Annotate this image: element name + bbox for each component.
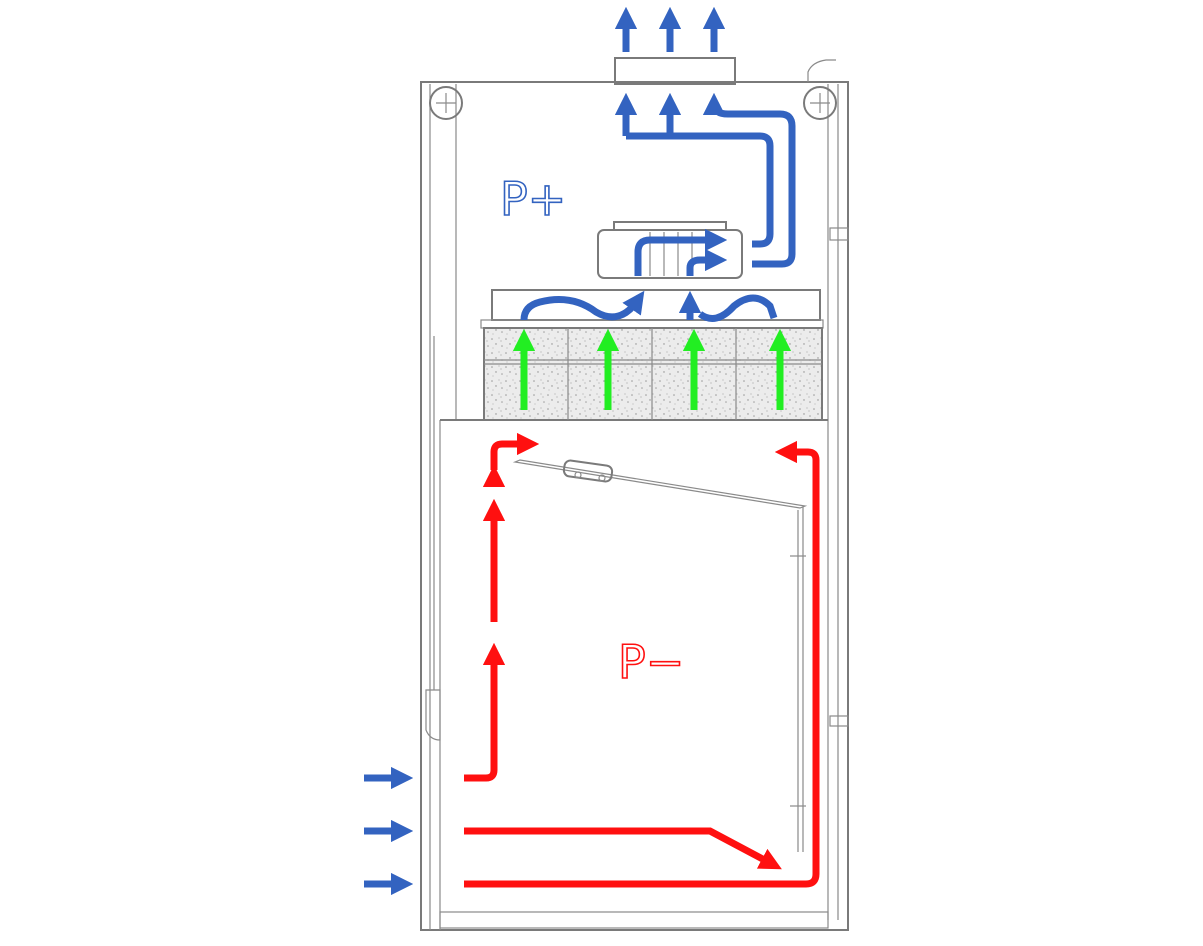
- filtered-flow: [512, 328, 792, 410]
- blower-unit: [597, 221, 743, 279]
- power-cable-icon: [807, 59, 836, 82]
- red-flow-middle: [464, 827, 782, 870]
- room-inflow: [364, 766, 414, 896]
- hepa-filter: [483, 327, 823, 421]
- negative-pressure-label: P−: [618, 635, 684, 689]
- red-flow-bottom-right: [464, 440, 820, 888]
- plenum-flow-wave: [697, 294, 778, 322]
- cabinet-outline: [420, 81, 849, 931]
- exhaust-duct-branch: [626, 132, 774, 248]
- blower-flow-lower: [686, 248, 728, 276]
- mount-left-icon: [429, 86, 463, 120]
- positive-pressure-label: P+: [500, 172, 566, 226]
- blower-flow-upper: [634, 228, 728, 276]
- exhaust-duct-right: [702, 92, 796, 268]
- contaminated-flow: [464, 432, 820, 888]
- mount-right-icon: [803, 86, 837, 120]
- exhaust-flow: [520, 6, 796, 322]
- exhaust-collar: [614, 57, 736, 85]
- plenum-flow-left: [520, 290, 645, 321]
- red-flow-top-left: [490, 432, 540, 470]
- sash-window: [512, 459, 808, 852]
- red-flow-bottom-left: [464, 642, 506, 782]
